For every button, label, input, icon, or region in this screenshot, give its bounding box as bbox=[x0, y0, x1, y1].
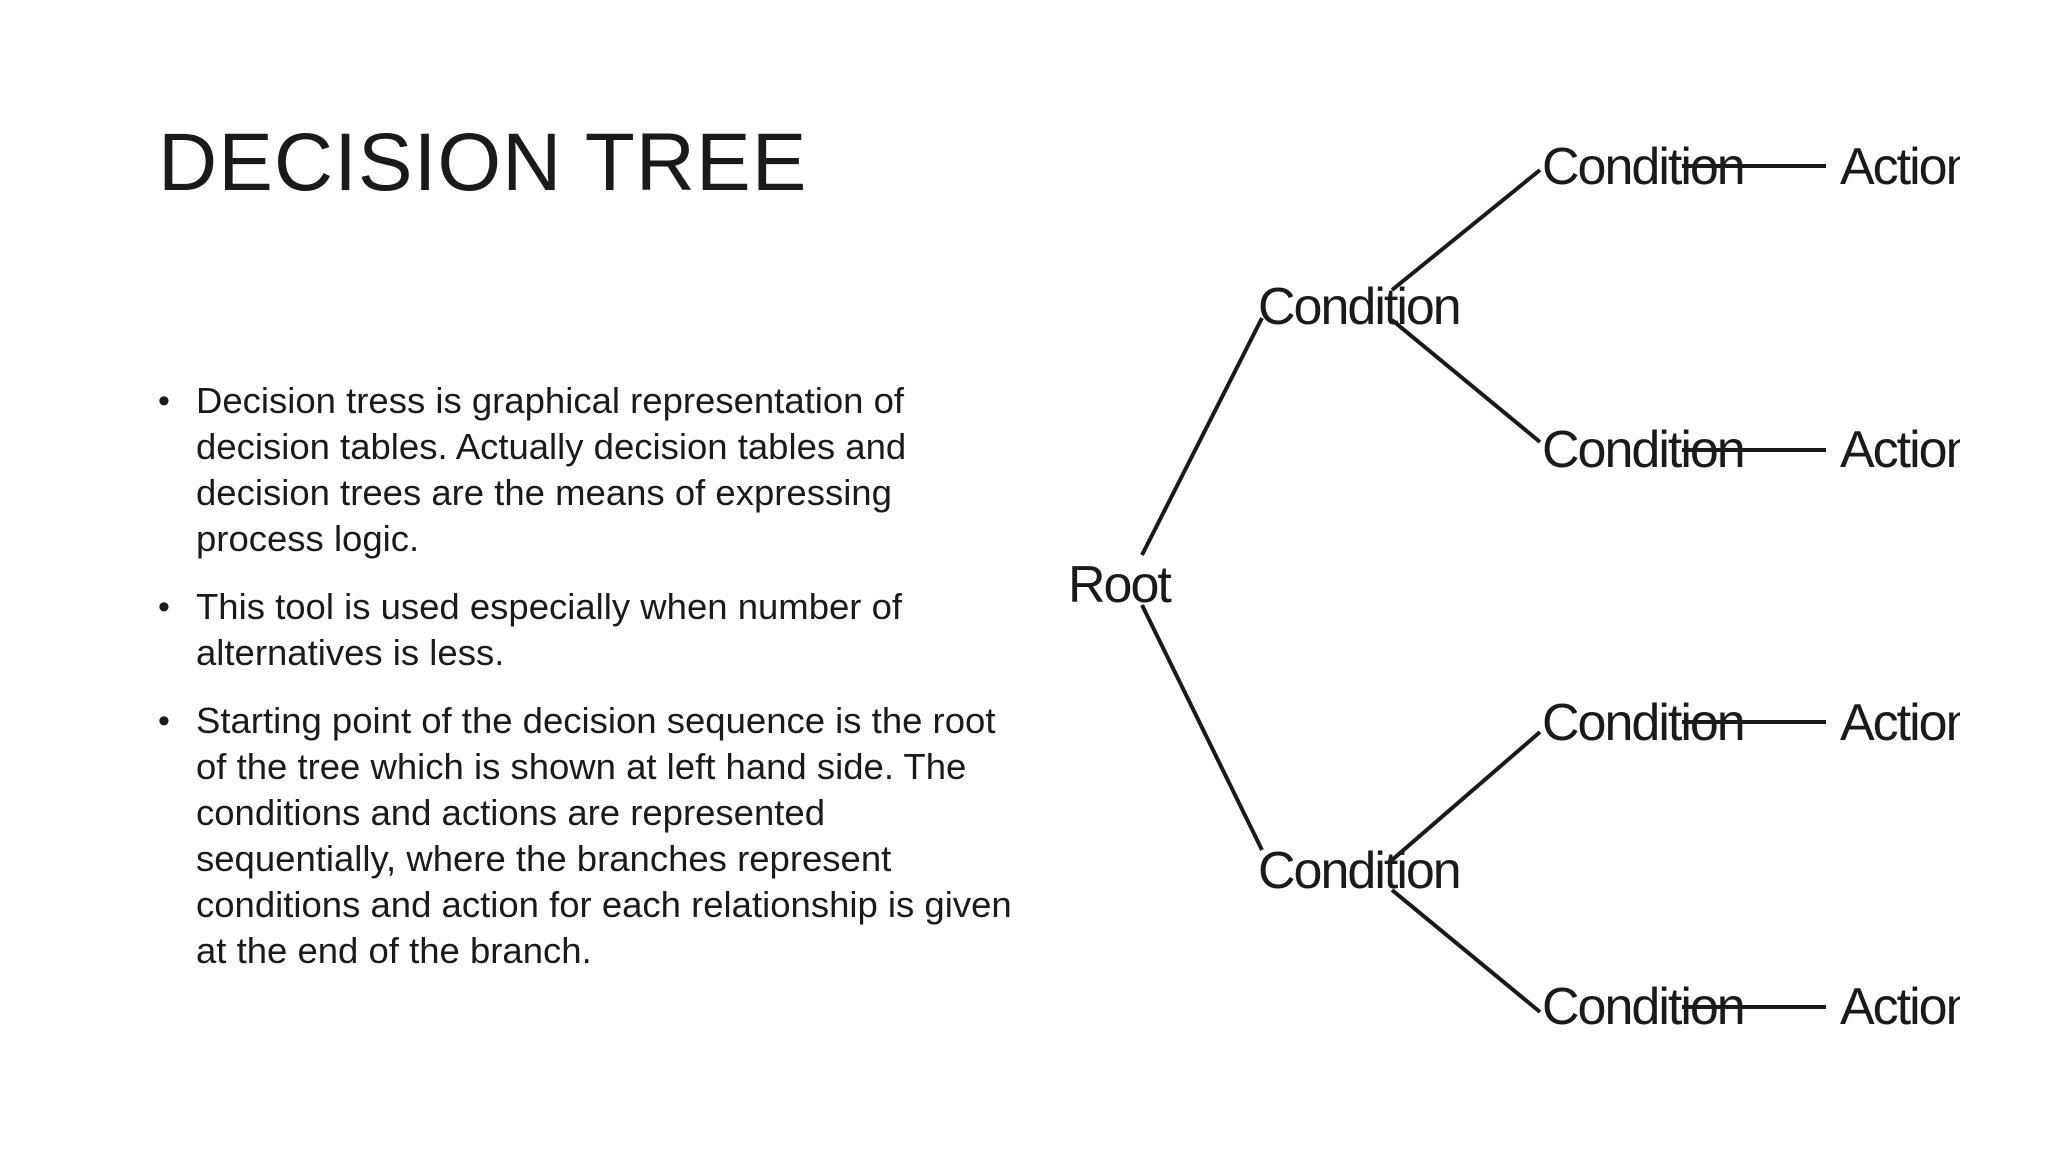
edge-condition-1-to-condition-b bbox=[1390, 318, 1542, 444]
action-node-label: Action bbox=[1840, 978, 1960, 1036]
root-node-label: Root bbox=[1068, 556, 1172, 614]
bullet-text: This tool is used especially when number… bbox=[196, 586, 903, 673]
action-node-label: Action bbox=[1840, 138, 1960, 196]
bullet-dot-icon: • bbox=[158, 702, 170, 740]
condition-node-label: Condition bbox=[1542, 138, 1744, 196]
edge-condition-2-to-condition-d bbox=[1390, 888, 1542, 1014]
decision-tree-diagram: Root Condition Condition Condition Condi… bbox=[1068, 138, 1960, 1036]
bullet-item: • Decision tress is graphical representa… bbox=[158, 378, 1018, 562]
bullet-item: • This tool is used especially when numb… bbox=[158, 584, 1018, 676]
edge-condition-1-to-condition-a bbox=[1390, 168, 1542, 292]
condition-node-label: Condition bbox=[1258, 842, 1460, 900]
slide-title: DECISION TREE bbox=[158, 117, 808, 208]
bullet-list: • Decision tress is graphical representa… bbox=[158, 378, 1018, 996]
bullet-item: • Starting point of the decision sequenc… bbox=[158, 698, 1018, 974]
bullet-dot-icon: • bbox=[158, 382, 170, 420]
condition-node-label: Condition bbox=[1258, 278, 1460, 336]
condition-node-label: Condition bbox=[1542, 694, 1744, 752]
bullet-dot-icon: • bbox=[158, 588, 170, 626]
bullet-text: Decision tress is graphical representati… bbox=[196, 380, 907, 559]
action-node-label: Action bbox=[1840, 421, 1960, 479]
action-node-label: Action bbox=[1840, 694, 1960, 752]
edge-root-to-condition-2 bbox=[1140, 604, 1264, 851]
edge-condition-2-to-condition-c bbox=[1390, 730, 1542, 862]
bullet-text: Starting point of the decision sequence … bbox=[196, 700, 1012, 971]
condition-node-label: Condition bbox=[1542, 978, 1744, 1036]
condition-node-label: Condition bbox=[1542, 421, 1744, 479]
edge-root-to-condition-1 bbox=[1140, 317, 1264, 556]
